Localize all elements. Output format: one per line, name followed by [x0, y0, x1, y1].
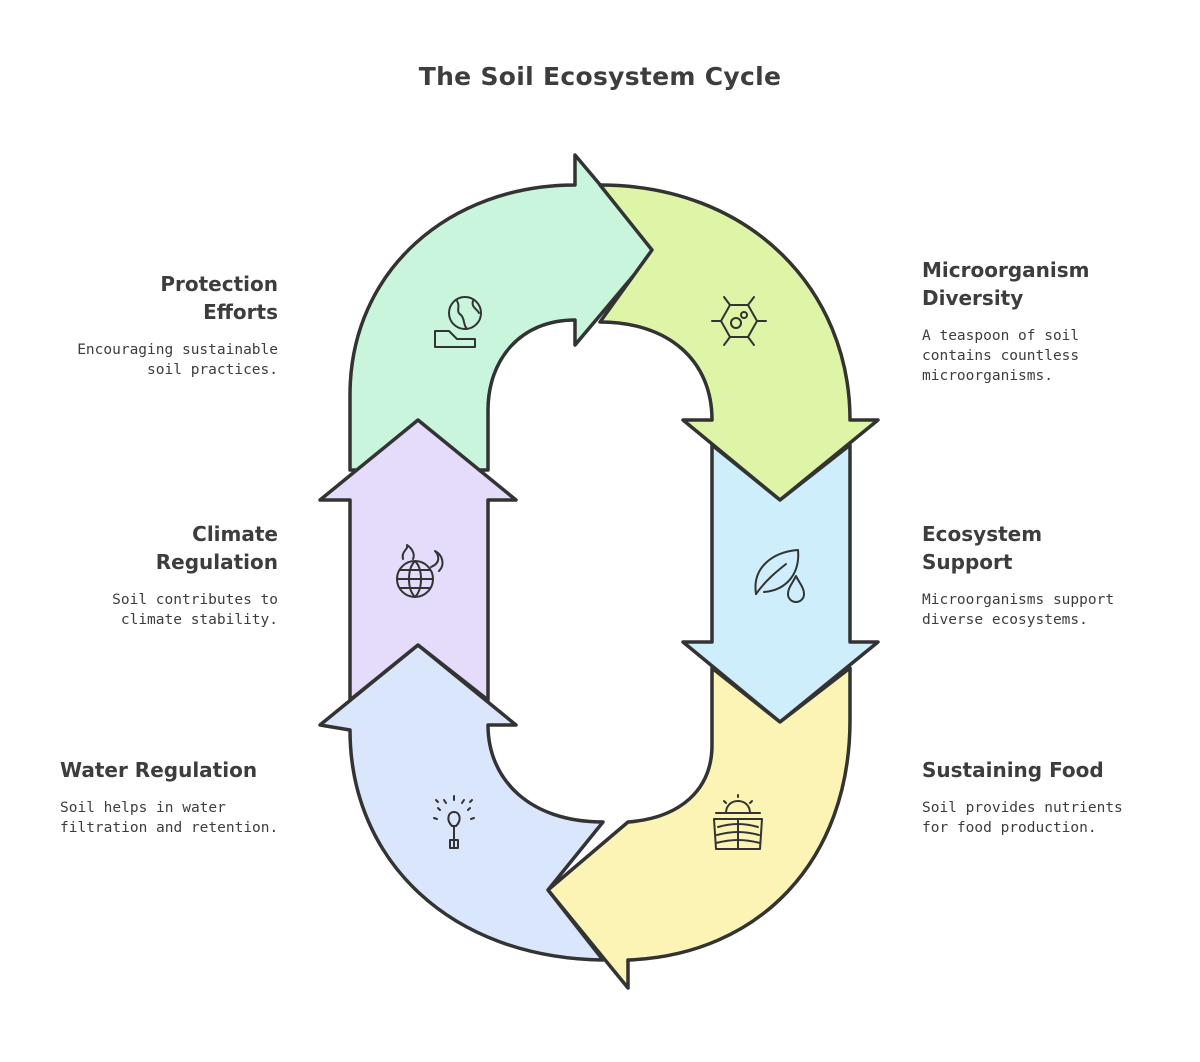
climate-regulation-heading: Climate Regulation [155, 522, 278, 574]
microbe-icon [711, 296, 767, 346]
microorganism-diversity-description: A teaspoon of soil contains countless mi… [922, 328, 1080, 384]
water-regulation-heading: Water Regulation [60, 758, 258, 782]
arrow-protection-efforts [348, 153, 657, 472]
protection-efforts-description: Encouraging sustainable soil practices. [77, 342, 278, 378]
sustaining-food-heading: Sustaining Food [922, 758, 1104, 782]
label-sustaining-food: Sustaining Food Soil provides nutrients … [922, 756, 1200, 838]
water-regulation-description: Soil helps in water filtration and reten… [60, 800, 279, 836]
microorganism-diversity-heading: Microorganism Diversity [922, 258, 1090, 310]
sprinkler-icon [433, 795, 475, 849]
label-protection-efforts: Protection Efforts Encouraging sustainab… [0, 270, 278, 380]
label-ecosystem-support: Ecosystem Support Microorganisms support… [922, 520, 1200, 630]
ecosystem-support-description: Microorganisms support diverse ecosystem… [922, 592, 1115, 628]
sun-field-icon [713, 794, 763, 850]
arrow-ecosystem-support [681, 443, 880, 724]
diagram-title: The Soil Ecosystem Cycle [418, 62, 782, 91]
arrow-climate-regulation [318, 418, 518, 702]
arrow-microorganism-diversity [598, 183, 880, 502]
ecosystem-support-heading: Ecosystem Support [922, 522, 1043, 574]
label-climate-regulation: Climate Regulation Soil contributes to c… [0, 520, 278, 630]
climate-regulation-description: Soil contributes to climate stability. [112, 592, 278, 628]
label-water-regulation: Water Regulation Soil helps in water fil… [60, 756, 360, 838]
label-microorganism-diversity: Microorganism Diversity A teaspoon of so… [922, 256, 1200, 386]
leaf-drop-icon [754, 549, 805, 603]
protection-efforts-heading: Protection Efforts [160, 272, 278, 324]
arrow-sustaining-food [546, 666, 852, 990]
globe-fire-icon [396, 544, 444, 598]
hand-globe-icon [434, 296, 482, 348]
sustaining-food-description: Soil provides nutrients for food product… [922, 800, 1123, 836]
